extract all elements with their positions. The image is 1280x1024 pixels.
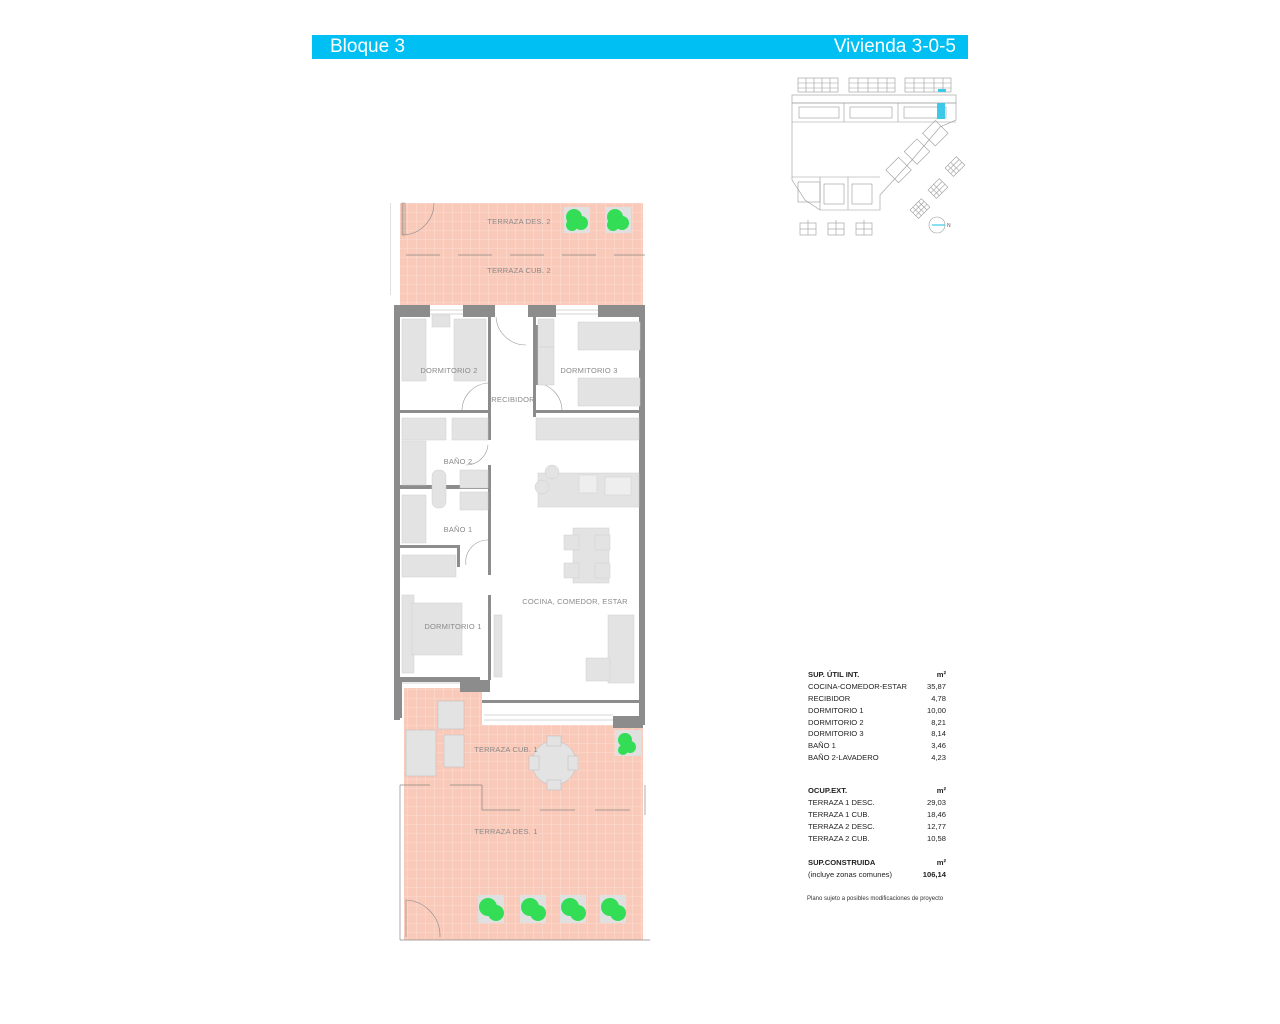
area-label: TERRAZA 2 CUB.: [808, 833, 870, 843]
area-value: 18,46: [926, 809, 946, 819]
room-label-terraza-cub-1: TERRAZA CUB. 1: [474, 745, 538, 754]
ext-title: OCUP.EXT.: [808, 786, 848, 796]
parking-grid-icon: [797, 77, 952, 93]
room-label-terraza-cub-2: TERRAZA CUB. 2: [487, 266, 551, 275]
room-label-dormitorio-2: DORMITORIO 2: [420, 366, 478, 375]
util-area-table: SUP. ÚTIL INT. m² COCINA-COMEDOR-ESTAR 35,…: [808, 669, 946, 763]
area-value: 4,78: [931, 693, 946, 703]
area-label: DORMITORIO 2: [808, 717, 864, 727]
area-value: 8,21: [931, 717, 946, 727]
floor-plan: TERRAZA DES. 2 TERRAZA CUB. 2 DORMITORIO…: [390, 195, 655, 945]
area-value: 12,77: [926, 821, 946, 831]
plant-icon: [600, 895, 626, 923]
area-value: 3,46: [931, 741, 946, 751]
area-label: TERRAZA 1 DESC.: [808, 798, 875, 808]
built-title: SUP.CONSTRUIDA: [808, 858, 876, 868]
plant-icon: [605, 207, 631, 233]
area-label: BAÑO 2-LAVADERO: [808, 752, 879, 762]
room-label-recibidor: RECIBIDOR: [491, 395, 535, 404]
area-value: 4,23: [931, 752, 946, 762]
area-value: 35,87: [926, 682, 946, 692]
ext-area-table: OCUP.EXT. m² TERRAZA 1 DESC. 29,03 TERRAZA…: [808, 785, 946, 844]
disclaimer-note: Plano sujeto a posibles modificaciones d…: [807, 896, 944, 902]
area-label: COCINA-COMEDOR-ESTAR: [808, 682, 908, 692]
built-unit: m²: [936, 858, 946, 868]
room-label-bano-2: BAÑO 2: [443, 457, 473, 466]
built-area-table: SUP.CONSTRUIDA m² (incluye zonas comunes)…: [808, 857, 946, 881]
terrace-2: [400, 203, 643, 305]
built-value: 106,14: [922, 870, 946, 880]
area-label: TERRAZA 2 DESC.: [808, 821, 875, 831]
area-value: 10,00: [926, 705, 946, 715]
header-bar: Bloque 3 Vivienda 3-0-5: [312, 35, 968, 59]
util-unit: m²: [936, 670, 946, 680]
room-label-dormitorio-1: DORMITORIO 1: [424, 622, 482, 631]
area-label: DORMITORIO 3: [808, 729, 864, 739]
plant-icon: [564, 207, 590, 233]
util-title: SUP. ÚTIL INT.: [808, 670, 860, 680]
north-arrow-icon: [928, 216, 946, 234]
room-label-cocina-comedor-estar: COCINA, COMEDOR, ESTAR: [522, 597, 628, 606]
unit-title: Vivienda 3-0-5: [833, 36, 956, 57]
room-label-terraza-des-2: TERRAZA DES. 2: [487, 217, 551, 226]
area-label: RECIBIDOR: [808, 693, 851, 703]
plant-icon: [560, 895, 586, 923]
svg-text:N: N: [947, 223, 951, 229]
area-value: 8,14: [931, 729, 946, 739]
room-label-bano-1: BAÑO 1: [443, 525, 473, 534]
area-label: BAÑO 1: [808, 741, 836, 751]
plant-icon: [520, 895, 546, 923]
ext-unit: m²: [936, 786, 946, 796]
area-label: TERRAZA 1 CUB.: [808, 809, 870, 819]
plant-icon: [615, 730, 641, 756]
site-key-plan: N: [780, 70, 980, 250]
plant-icon: [478, 895, 504, 923]
block-title: Bloque 3: [330, 36, 406, 57]
area-value: 29,03: [926, 798, 946, 808]
room-label-terraza-des-1: TERRAZA DES. 1: [474, 827, 538, 836]
built-label: (incluye zonas comunes): [808, 870, 892, 880]
area-value: 10,58: [926, 833, 946, 843]
area-label: DORMITORIO 1: [808, 705, 864, 715]
furniture: [401, 314, 641, 684]
room-label-dormitorio-3: DORMITORIO 3: [560, 366, 618, 375]
